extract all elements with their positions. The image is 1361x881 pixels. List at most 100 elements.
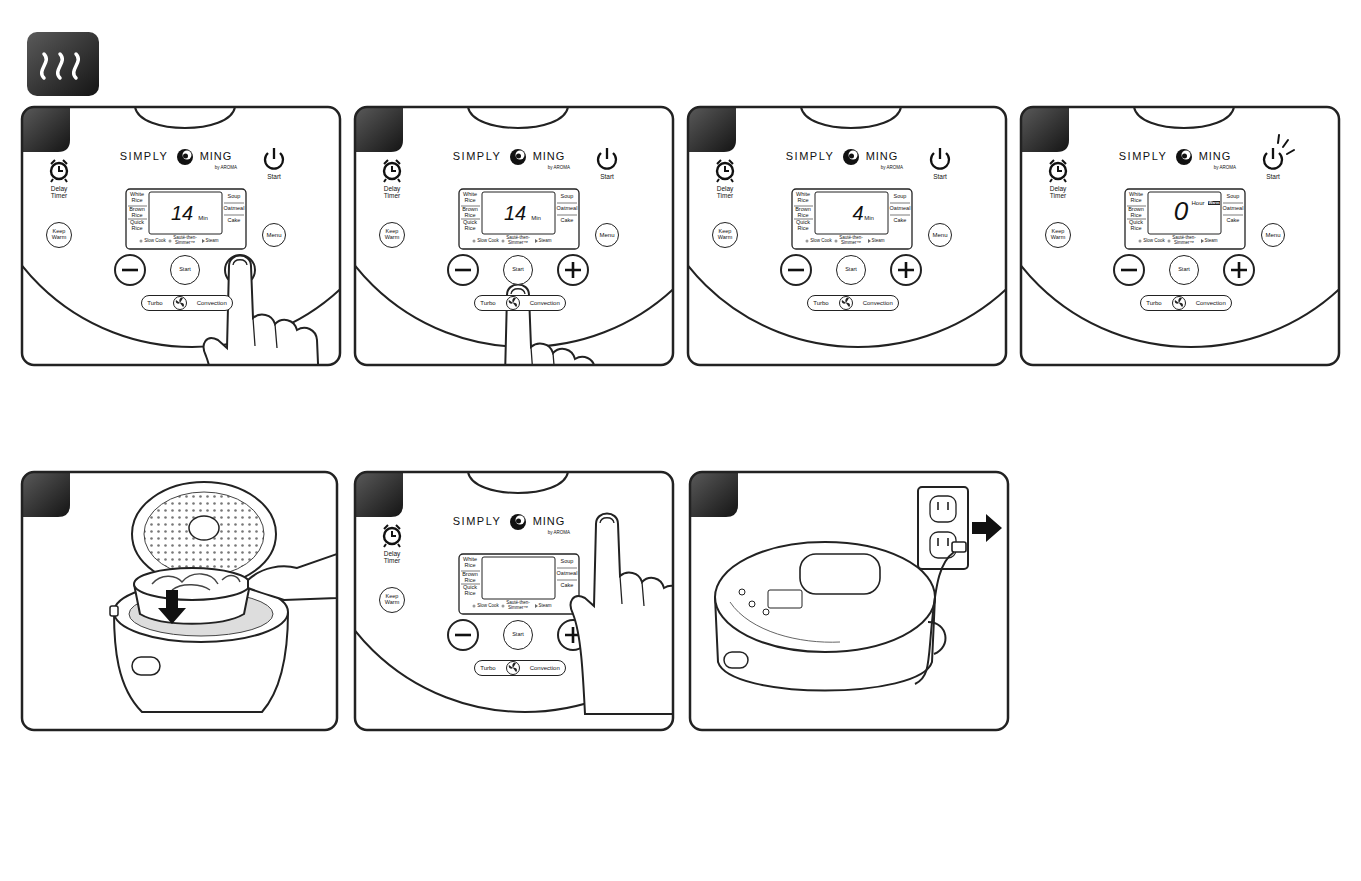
steam-icon [27,32,99,96]
insert-steam-tray-step-part [134,568,250,600]
unplug-step-part [739,589,745,595]
mode-label: Sauté-then-Simmer™ [1171,236,1197,245]
insert-steam-tray-step-part [110,606,118,616]
unplug-step-part [918,487,968,569]
button-label: Turbo [480,300,495,306]
menu-button: Menu [1261,223,1285,247]
brand-name: SIMPLY [1119,151,1168,163]
control-panel-step-part [355,107,403,152]
mode-label: Steam [1204,239,1217,244]
button-label: Keep Warm [380,229,404,241]
control-panel-step [643,0,1073,347]
control-panel-step-part [1021,107,1069,152]
button-label: Keep Warm [47,229,71,241]
brand-name: SIMPLY [453,516,502,528]
mode-label: Slow Cook [477,239,499,244]
control-panel-step [976,0,1361,347]
mode-label: Sauté-then-Simmer™ [838,236,864,245]
menu-button: Menu [262,223,286,247]
button-label: Convection [197,300,227,306]
mode-label: Sauté-then-Simmer™ [172,236,198,245]
control-panel-step-part [571,514,689,715]
control-panel-step-part [355,472,403,517]
button-label: Delay Timer [378,551,406,565]
button-label: Convection [1196,300,1226,306]
fan-icon [163,296,197,310]
display-unit: Min [864,215,874,221]
panel-frame [22,107,1339,730]
display-digits: 0 [1174,198,1188,225]
button-label: Convection [863,300,893,306]
insert-steam-tray-step-part [22,472,70,517]
menu-label: Soup [561,559,574,565]
mode-label: Sauté-then-Simmer™ [505,601,531,610]
fan-icon [1162,296,1196,310]
control-panel-step-part [0,0,407,347]
menu-label: Brown Rice [128,207,147,219]
button-label: Menu [932,232,947,238]
menu-label: Oatmeal [224,206,245,212]
display-unit: Min [198,215,208,221]
keep-warm-button: Keep Warm [379,587,405,613]
menu-label: Soup [561,194,574,200]
brand-maker: by AROMA [548,166,570,171]
button-label: Start [179,267,191,273]
brand-name: MING [1199,151,1232,163]
button-label: Start [933,174,947,181]
display-digits: 4 [852,203,863,224]
unplug-step-part [800,554,880,594]
brand-maker: by AROMA [215,166,237,171]
unplug-step-part [768,590,802,608]
start-button: Start [503,255,533,285]
button-label: Start [512,632,524,638]
menu-label: Oatmeal [1223,206,1244,212]
panel-frame-part [1021,107,1339,365]
brand-name: MING [866,151,899,163]
insert-steam-tray-step-part [144,492,264,576]
mode-label: Steam [871,239,884,244]
unplug-step-part [915,552,954,684]
menu-label: Oatmeal [557,206,578,212]
button-label: Turbo [1146,300,1161,306]
control-panel-step-part [643,0,1073,347]
button-label: Turbo [813,300,828,306]
steam-icon-part [27,32,99,96]
menu-label: White Rice [794,192,813,204]
menu-label: White Rice [461,192,480,204]
start-button: Start [170,255,200,285]
mode-label: Steam [538,239,551,244]
button-label: Keep Warm [380,594,404,606]
unplug-step-part [938,502,948,546]
button-label: Convection [530,300,560,306]
insert-steam-tray-step-part [152,574,240,590]
menu-label: Brown Rice [794,207,813,219]
fan-icon-part [506,297,519,310]
button-label: Start [1266,174,1280,181]
panel-frame-part [355,107,673,365]
fan-icon-part [173,297,186,310]
mode-label: Slow Cook [144,239,166,244]
menu-label: Brown Rice [461,572,480,584]
fan-icon-part [1172,297,1185,310]
keep-warm-button: Keep Warm [712,222,738,248]
menu-label: Oatmeal [557,571,578,577]
button-label: Menu [599,232,614,238]
menu-label: Brown Rice [461,207,480,219]
start-button: Start [503,620,533,650]
insert-steam-tray-step-part [189,516,219,540]
control-panel-step-part [22,107,70,152]
unplug-step-part [749,601,755,607]
control-panel-step-part [310,0,740,347]
start-button: Start [836,255,866,285]
menu-label: Quick Rice [128,220,147,232]
control-panel-step-part [310,292,740,712]
button-label: Start [1178,267,1190,273]
mode-label: Sauté-then-Simmer™ [505,236,531,245]
display-unit: Min [531,215,541,221]
button-label: Turbo [480,665,495,671]
button-label: Delay Timer [45,186,73,200]
brand-name: MING [200,151,233,163]
button-label: Delay Timer [711,186,739,200]
menu-label: Cake [894,218,907,224]
